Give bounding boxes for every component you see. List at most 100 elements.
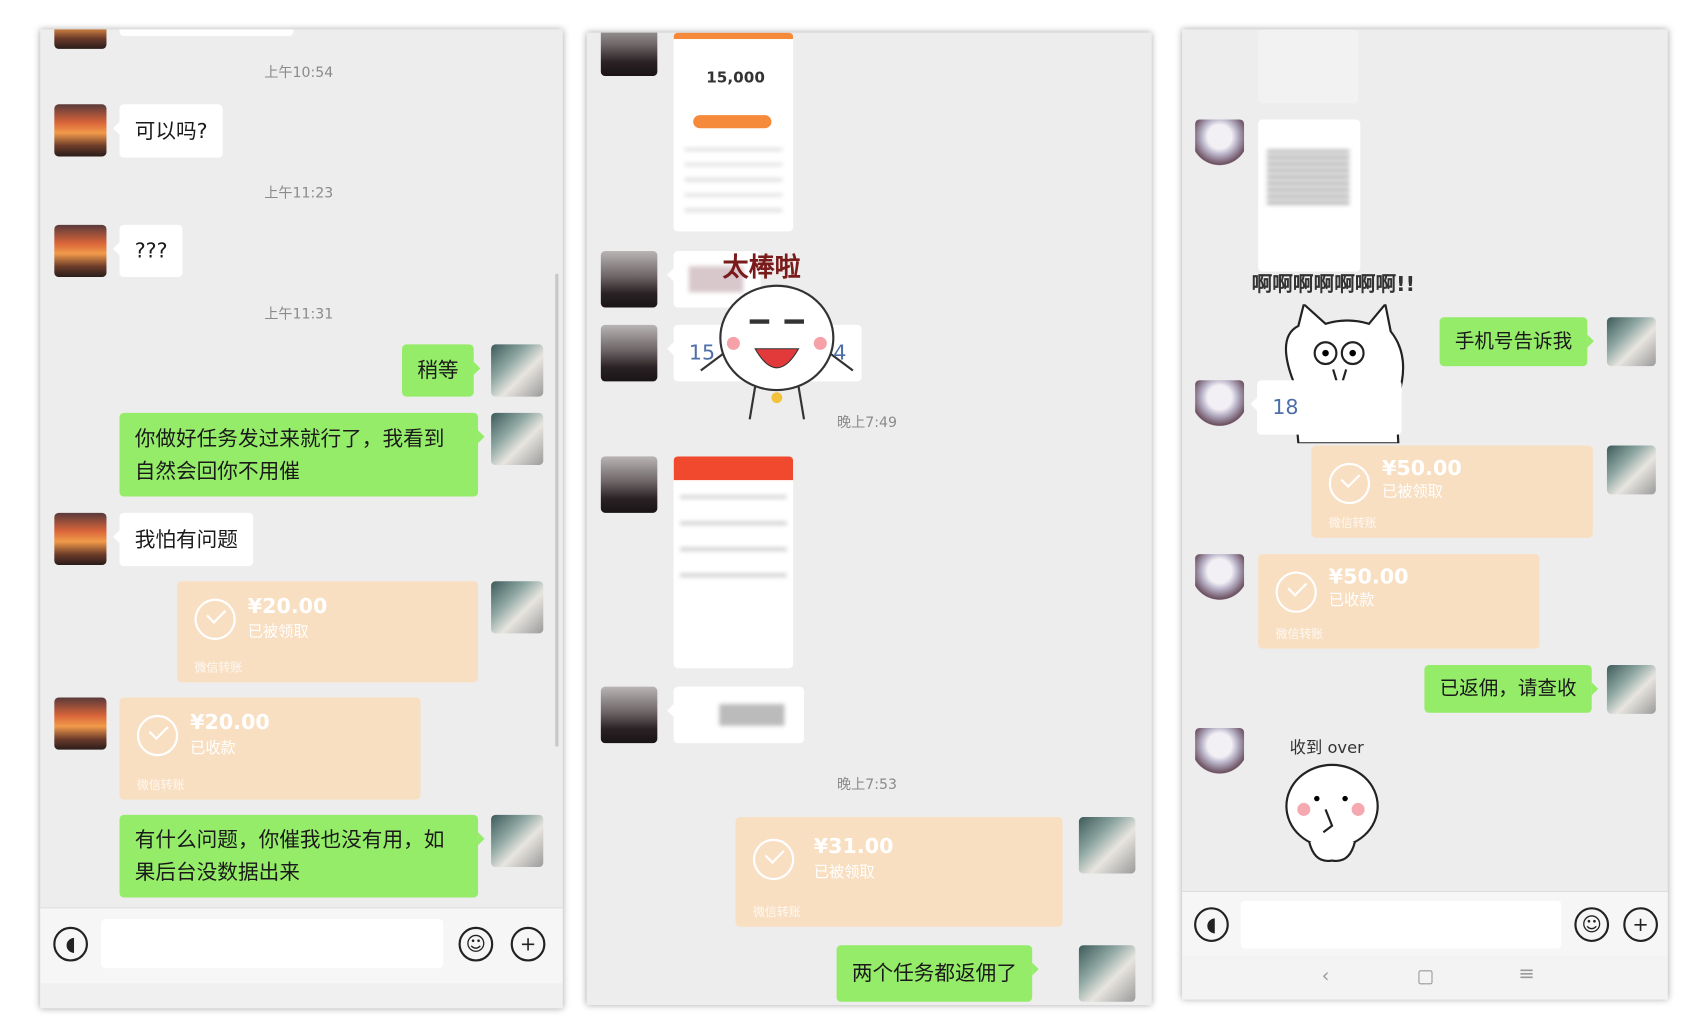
transfer-card[interactable]: ¥50.00 已收款 微信转账 [1258,554,1540,649]
nav-bar [40,983,563,1009]
message-bubble: 18 [1250,380,1402,435]
chat-panel-3: 啊啊啊啊啊啊啊!! 手机号告诉我 18 ¥50.00 已被领取 微信转账 ¥50… [1182,29,1668,1000]
sticker-blob-icon [1285,763,1379,863]
transfer-card[interactable]: ¥31.00 已被领取 微信转账 [735,817,1063,927]
emoji-icon[interactable]: ☺ [1574,907,1610,942]
sticker-text: 啊啊啊啊啊啊啊!! [1251,272,1415,297]
avatar[interactable] [1078,945,1136,1002]
home-icon[interactable] [1418,970,1433,985]
avatar[interactable] [600,324,658,382]
screenshot-content [680,495,787,583]
avatar[interactable] [54,29,107,49]
check-icon [1328,462,1371,505]
avatar[interactable] [1606,317,1656,367]
avatar[interactable] [54,697,107,750]
screenshot-content [684,147,783,224]
screenshot-value: 15,000 [706,69,765,87]
message-bubble [667,250,761,308]
input-bar: ◖ ☺ + [1182,890,1668,957]
sticker-text: 收到 over [1289,737,1364,758]
avatar[interactable] [1195,554,1245,604]
avatar[interactable] [1195,727,1245,777]
avatar[interactable] [1606,664,1656,714]
chat-panel-1: 上午10:54 可以吗? 上午11:23 ??? 上午11:31 稍等 你做好任… [40,29,563,1009]
avatar[interactable] [491,344,544,397]
message-bubble: 稍等 [402,344,481,397]
message-bubble: 已返佣，请查收 [1424,664,1599,713]
emoji-icon[interactable]: ☺ [458,926,494,962]
check-icon [1275,571,1317,613]
transfer-footer: 微信转账 [752,905,801,920]
avatar[interactable] [54,104,107,157]
avatar[interactable] [491,814,544,868]
voice-icon[interactable]: ◖ [1194,907,1229,942]
avatar[interactable] [54,224,107,278]
partial-number: 15 [688,341,716,366]
timestamp: 晚上7:49 [837,415,898,432]
voice-icon[interactable]: ◖ [53,926,89,962]
avatar[interactable] [1606,445,1656,495]
transfer-card[interactable]: ¥20.00 已被领取 微信转账 [177,581,479,683]
menu-icon[interactable]: ≡ [1518,962,1535,986]
message-bubble: 你做好任务发过来就行了，我看到自然会回你不用催 [119,412,485,497]
avatar[interactable] [600,32,658,77]
timestamp: 上午11:23 [264,185,334,203]
input-bar: ◖ ☺ + [40,907,563,984]
plus-icon[interactable]: + [510,926,546,962]
message-input[interactable] [1240,900,1562,949]
partial-number: 18 [1272,395,1299,420]
message-bubble [119,29,294,36]
nav-bar: ‹ ≡ [1182,956,1668,1000]
scrollbar[interactable] [555,273,559,747]
transfer-amount: ¥20.00 [190,710,270,735]
transfer-status: 已被领取 [1382,483,1443,501]
avatar[interactable] [600,456,658,513]
image-message[interactable] [1258,29,1359,104]
image-message[interactable] [1258,119,1361,272]
avatar[interactable] [1195,380,1245,430]
image-message[interactable]: 15,000 [673,32,794,232]
chat-panel-2: 15,000 15 4 太棒啦 晚上7:49 晚上7:53 ¥31.00 已被领取… [586,32,1152,1006]
image-message[interactable] [673,456,794,669]
transfer-card[interactable]: ¥20.00 已收款 微信转账 [119,697,421,800]
timestamp: 晚上7:53 [837,776,898,794]
plus-icon[interactable]: + [1623,907,1658,942]
avatar[interactable] [54,512,107,565]
transfer-status: 已被领取 [247,623,309,642]
avatar[interactable] [600,686,658,744]
check-icon [136,714,179,757]
timestamp: 上午11:31 [264,306,334,323]
avatar[interactable] [1195,119,1245,169]
partial-number: 4 [833,341,847,366]
transfer-amount: ¥31.00 [813,834,894,859]
transfer-footer: 微信转账 [1328,516,1377,531]
message-bubble: 有什么问题，你催我也没有用，如果后台没数据出来 [119,814,485,898]
sticker-great: 太棒啦 [695,246,858,420]
transfer-amount: ¥20.00 [247,594,328,619]
timestamp: 上午10:54 [264,65,334,82]
sticker-face-icon [700,284,854,420]
transfer-card[interactable]: ¥50.00 已被领取 微信转账 [1311,445,1593,538]
message-bubble: 两个任务都返佣了 [836,945,1039,1002]
check-icon [194,598,236,640]
sticker-text: 太棒啦 [722,252,801,283]
transfer-status: 已被领取 [813,863,875,882]
transfer-footer: 微信转账 [194,660,243,675]
screenshot-content [1266,149,1350,205]
avatar[interactable] [600,250,658,308]
transfer-amount: ¥50.00 [1328,564,1409,589]
transfer-status: 已收款 [190,739,236,758]
avatar[interactable] [491,581,544,634]
transfer-footer: 微信转账 [136,777,185,793]
transfer-footer: 微信转账 [1275,626,1324,642]
message-bubble: 手机号告诉我 [1439,317,1594,367]
transfer-status: 已收款 [1328,592,1375,610]
screenshot-button [693,115,772,129]
transfer-amount: ¥50.00 [1382,456,1462,481]
message-input[interactable] [101,919,444,969]
back-icon[interactable]: ‹ [1321,964,1330,988]
avatar[interactable] [491,412,544,466]
check-icon [752,838,795,881]
message-bubble: 我怕有问题 [112,512,254,567]
avatar[interactable] [1078,817,1136,874]
